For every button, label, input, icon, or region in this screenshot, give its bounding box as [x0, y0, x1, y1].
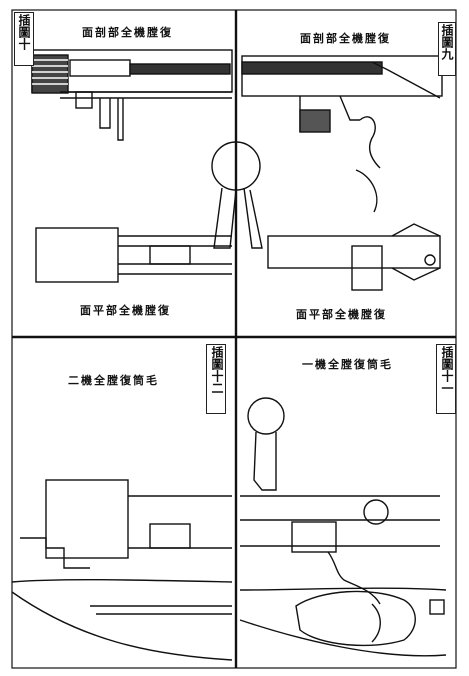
- plate-10-bottom-caption: 面平部全機膛復: [80, 304, 171, 317]
- plate-9-label-box: [438, 22, 456, 76]
- plate-12-label-box: [206, 344, 226, 414]
- plate-9-section-drawing: [241, 55, 443, 291]
- plate-12-label: 插圖十二: [210, 346, 224, 394]
- plate-10-section-drawing: [31, 49, 263, 283]
- plate-10-label: 插圖十: [17, 14, 31, 50]
- plate-9-bottom-caption: 面平部全機膛復: [296, 308, 387, 321]
- plate-11-top-caption: 一機全膛復筒毛: [302, 358, 393, 371]
- plate-11-label-box: [436, 344, 456, 414]
- plate-10-label-box: [14, 12, 34, 66]
- plate-12-top-caption: 二機全膛復筒毛: [68, 374, 159, 387]
- plate-10-top-caption: 面剖部全機膛復: [82, 26, 173, 39]
- plate-9-label: 插圖九: [440, 24, 454, 60]
- plate-11-label: 插圖十一: [440, 346, 454, 394]
- plate-12-drawing: [11, 397, 285, 661]
- plate-9-top-caption: 面剖部全機膛復: [300, 32, 391, 45]
- plate-11-drawing: [239, 495, 447, 657]
